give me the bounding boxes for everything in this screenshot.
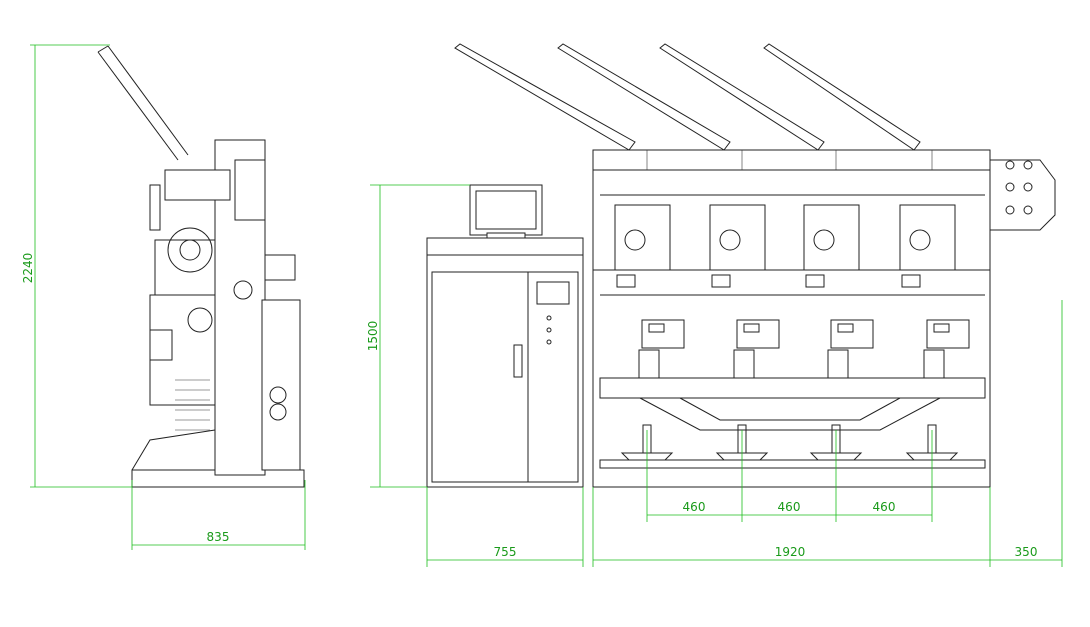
drawing-part xyxy=(933,323,950,333)
dim-machine-width: 1920 xyxy=(775,545,806,559)
machine-frame xyxy=(592,149,991,488)
drawing-part xyxy=(805,274,825,288)
valve xyxy=(1005,160,1015,170)
drawing-part xyxy=(733,349,755,379)
dim-extension-width: 350 xyxy=(1015,545,1038,559)
drawing-part xyxy=(648,323,665,333)
creel-arm xyxy=(659,43,825,151)
creel-arm xyxy=(763,43,921,151)
drawing-part xyxy=(616,274,636,288)
valve xyxy=(1023,182,1033,192)
drawing-part xyxy=(711,274,731,288)
drawing-part xyxy=(719,229,741,251)
dim-cabinet-height: 1500 xyxy=(366,321,380,352)
creel-arm xyxy=(557,43,731,151)
creel-arm xyxy=(454,43,636,151)
dim-side-width: 835 xyxy=(207,530,230,544)
drawing-part xyxy=(827,349,849,379)
main-machine xyxy=(454,43,1056,488)
side-view xyxy=(97,45,305,488)
dimension-lines: 2240 835 1500 755 1920 350 460 460 460 xyxy=(21,44,1063,567)
drawing-part xyxy=(743,323,760,333)
winding-head xyxy=(803,204,860,271)
drawing-part xyxy=(813,229,835,251)
dim-side-height: 2240 xyxy=(21,253,35,284)
spindle-tray xyxy=(715,452,769,461)
winding-head xyxy=(614,204,671,271)
spindle-tray xyxy=(620,452,674,461)
dim-spindle-pitch-2: 460 xyxy=(778,500,801,514)
valve xyxy=(1005,205,1015,215)
drawing-part xyxy=(599,459,986,469)
drawing-part xyxy=(909,229,931,251)
drawing-part xyxy=(990,159,1056,231)
dim-cabinet-width: 755 xyxy=(494,545,517,559)
spindle-tray xyxy=(809,452,863,461)
drawing-part xyxy=(901,274,921,288)
dim-spindle-pitch-1: 460 xyxy=(683,500,706,514)
drawing-part xyxy=(837,323,854,333)
winding-head xyxy=(709,204,766,271)
spindle-tray xyxy=(905,452,959,461)
valve xyxy=(1023,205,1033,215)
valve xyxy=(1005,182,1015,192)
drawing-part xyxy=(599,377,986,399)
drawing-part xyxy=(923,349,945,379)
winding-head xyxy=(899,204,956,271)
valve xyxy=(1023,160,1033,170)
dim-spindle-pitch-3: 460 xyxy=(873,500,896,514)
drawing-part xyxy=(638,349,660,379)
control-cabinet xyxy=(426,184,584,488)
drawing-part xyxy=(639,397,941,431)
drawing-part xyxy=(624,229,646,251)
